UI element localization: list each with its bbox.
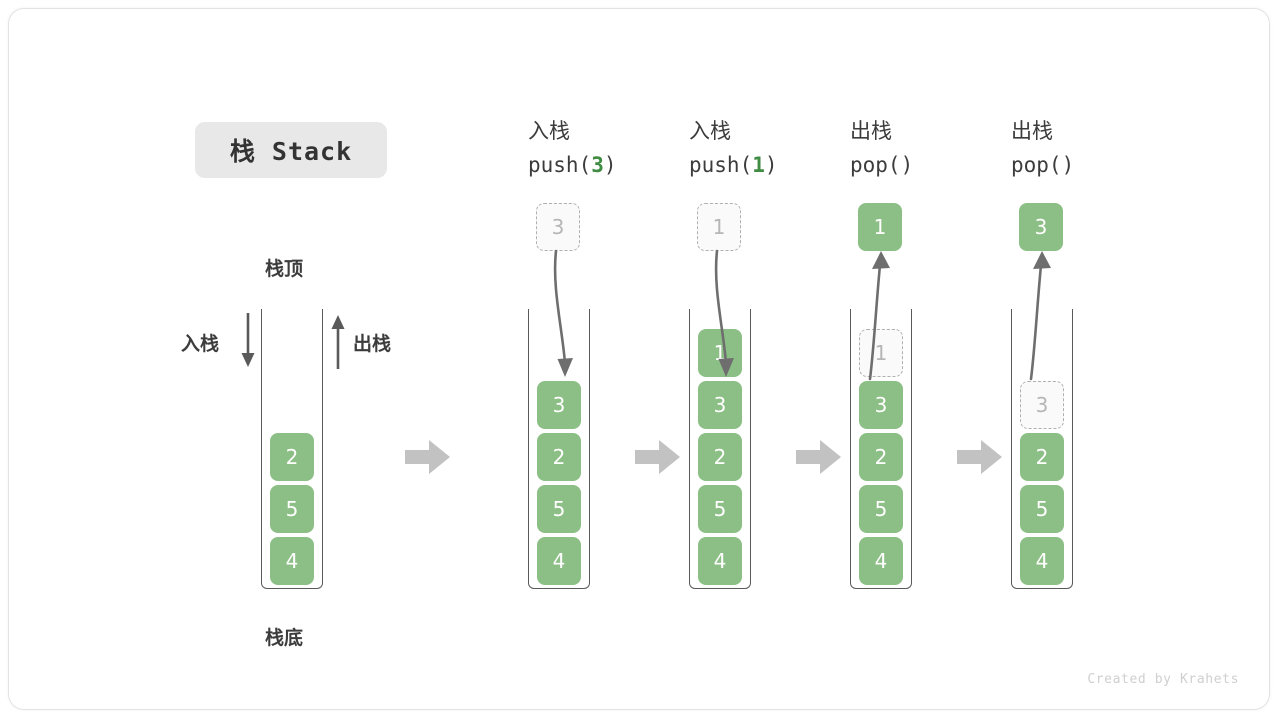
stack-block: 4 — [270, 537, 314, 585]
outgoing-element-block: 3 — [1019, 203, 1063, 251]
stack-block: 2 — [537, 433, 581, 481]
stack-block: 2 — [859, 433, 903, 481]
push-arrow-icon — [679, 247, 775, 387]
flow-arrow-icon — [635, 437, 681, 477]
diagram-title-text: 栈 Stack — [229, 137, 353, 166]
op-code-suffix: ) — [764, 153, 778, 177]
stack-bottom-label: 栈底 — [265, 627, 304, 649]
step-op-code: pop() — [850, 148, 913, 182]
op-code-prefix: push( — [528, 153, 592, 177]
flow-arrow-icon — [796, 437, 842, 477]
incoming-element-block: 3 — [536, 203, 580, 251]
stack-block: 2 — [270, 433, 314, 481]
overview-pop-label: 出栈 — [353, 333, 392, 355]
pop-arrow-icon — [1001, 247, 1097, 387]
pop-arrow-icon — [840, 247, 936, 387]
stack-block: 2 — [1020, 433, 1064, 481]
step-op-label: 出栈 — [850, 119, 892, 143]
step-op-code: pop() — [1011, 148, 1074, 182]
op-code-prefix: pop( — [850, 153, 901, 177]
stack-block: 5 — [537, 485, 581, 533]
stack-block: 1 — [698, 329, 742, 377]
op-code-suffix: ) — [900, 153, 914, 177]
op-code-prefix: push( — [689, 153, 753, 177]
incoming-element-block: 1 — [697, 203, 741, 251]
stack-block: 3 — [698, 381, 742, 429]
op-code-value: 1 — [752, 153, 765, 177]
credit-text: Created by Krahets — [1087, 672, 1239, 687]
stack-block-ghost: 3 — [1020, 381, 1064, 429]
stack-top-label: 栈顶 — [265, 258, 304, 280]
flow-arrow-icon — [405, 437, 451, 477]
op-code-suffix: ) — [603, 153, 617, 177]
step-header-push-1: 入栈 push(1) — [689, 114, 778, 182]
flow-arrow-icon — [957, 437, 1003, 477]
stack-block: 5 — [698, 485, 742, 533]
stack-block: 3 — [859, 381, 903, 429]
step-header-pop-3: 出栈 pop() — [1011, 114, 1074, 182]
step-header-pop-1: 出栈 pop() — [850, 114, 913, 182]
stack-block: 4 — [698, 537, 742, 585]
stack-block-ghost: 1 — [859, 329, 903, 377]
step-op-code: push(1) — [689, 148, 778, 182]
step-op-label: 入栈 — [689, 119, 731, 143]
stack-block: 4 — [859, 537, 903, 585]
stack-block: 5 — [1020, 485, 1064, 533]
step-header-push-3: 入栈 push(3) — [528, 114, 617, 182]
stack-block: 5 — [270, 485, 314, 533]
step-op-label: 出栈 — [1011, 119, 1053, 143]
overview-pop-arrow-icon — [327, 311, 349, 371]
outgoing-element-block: 1 — [858, 203, 902, 251]
op-code-prefix: pop( — [1011, 153, 1062, 177]
op-code-suffix: ) — [1061, 153, 1075, 177]
stack-block: 3 — [537, 381, 581, 429]
stack-block: 4 — [537, 537, 581, 585]
stack-block: 5 — [859, 485, 903, 533]
step-op-label: 入栈 — [528, 119, 570, 143]
overview-push-arrow-icon — [237, 311, 259, 371]
stack-block: 4 — [1020, 537, 1064, 585]
diagram-title-badge: 栈 Stack — [195, 122, 387, 178]
stack-block: 2 — [698, 433, 742, 481]
op-code-value: 3 — [591, 153, 604, 177]
step-op-code: push(3) — [528, 148, 617, 182]
overview-push-label: 入栈 — [181, 333, 220, 355]
push-arrow-icon — [518, 247, 614, 387]
